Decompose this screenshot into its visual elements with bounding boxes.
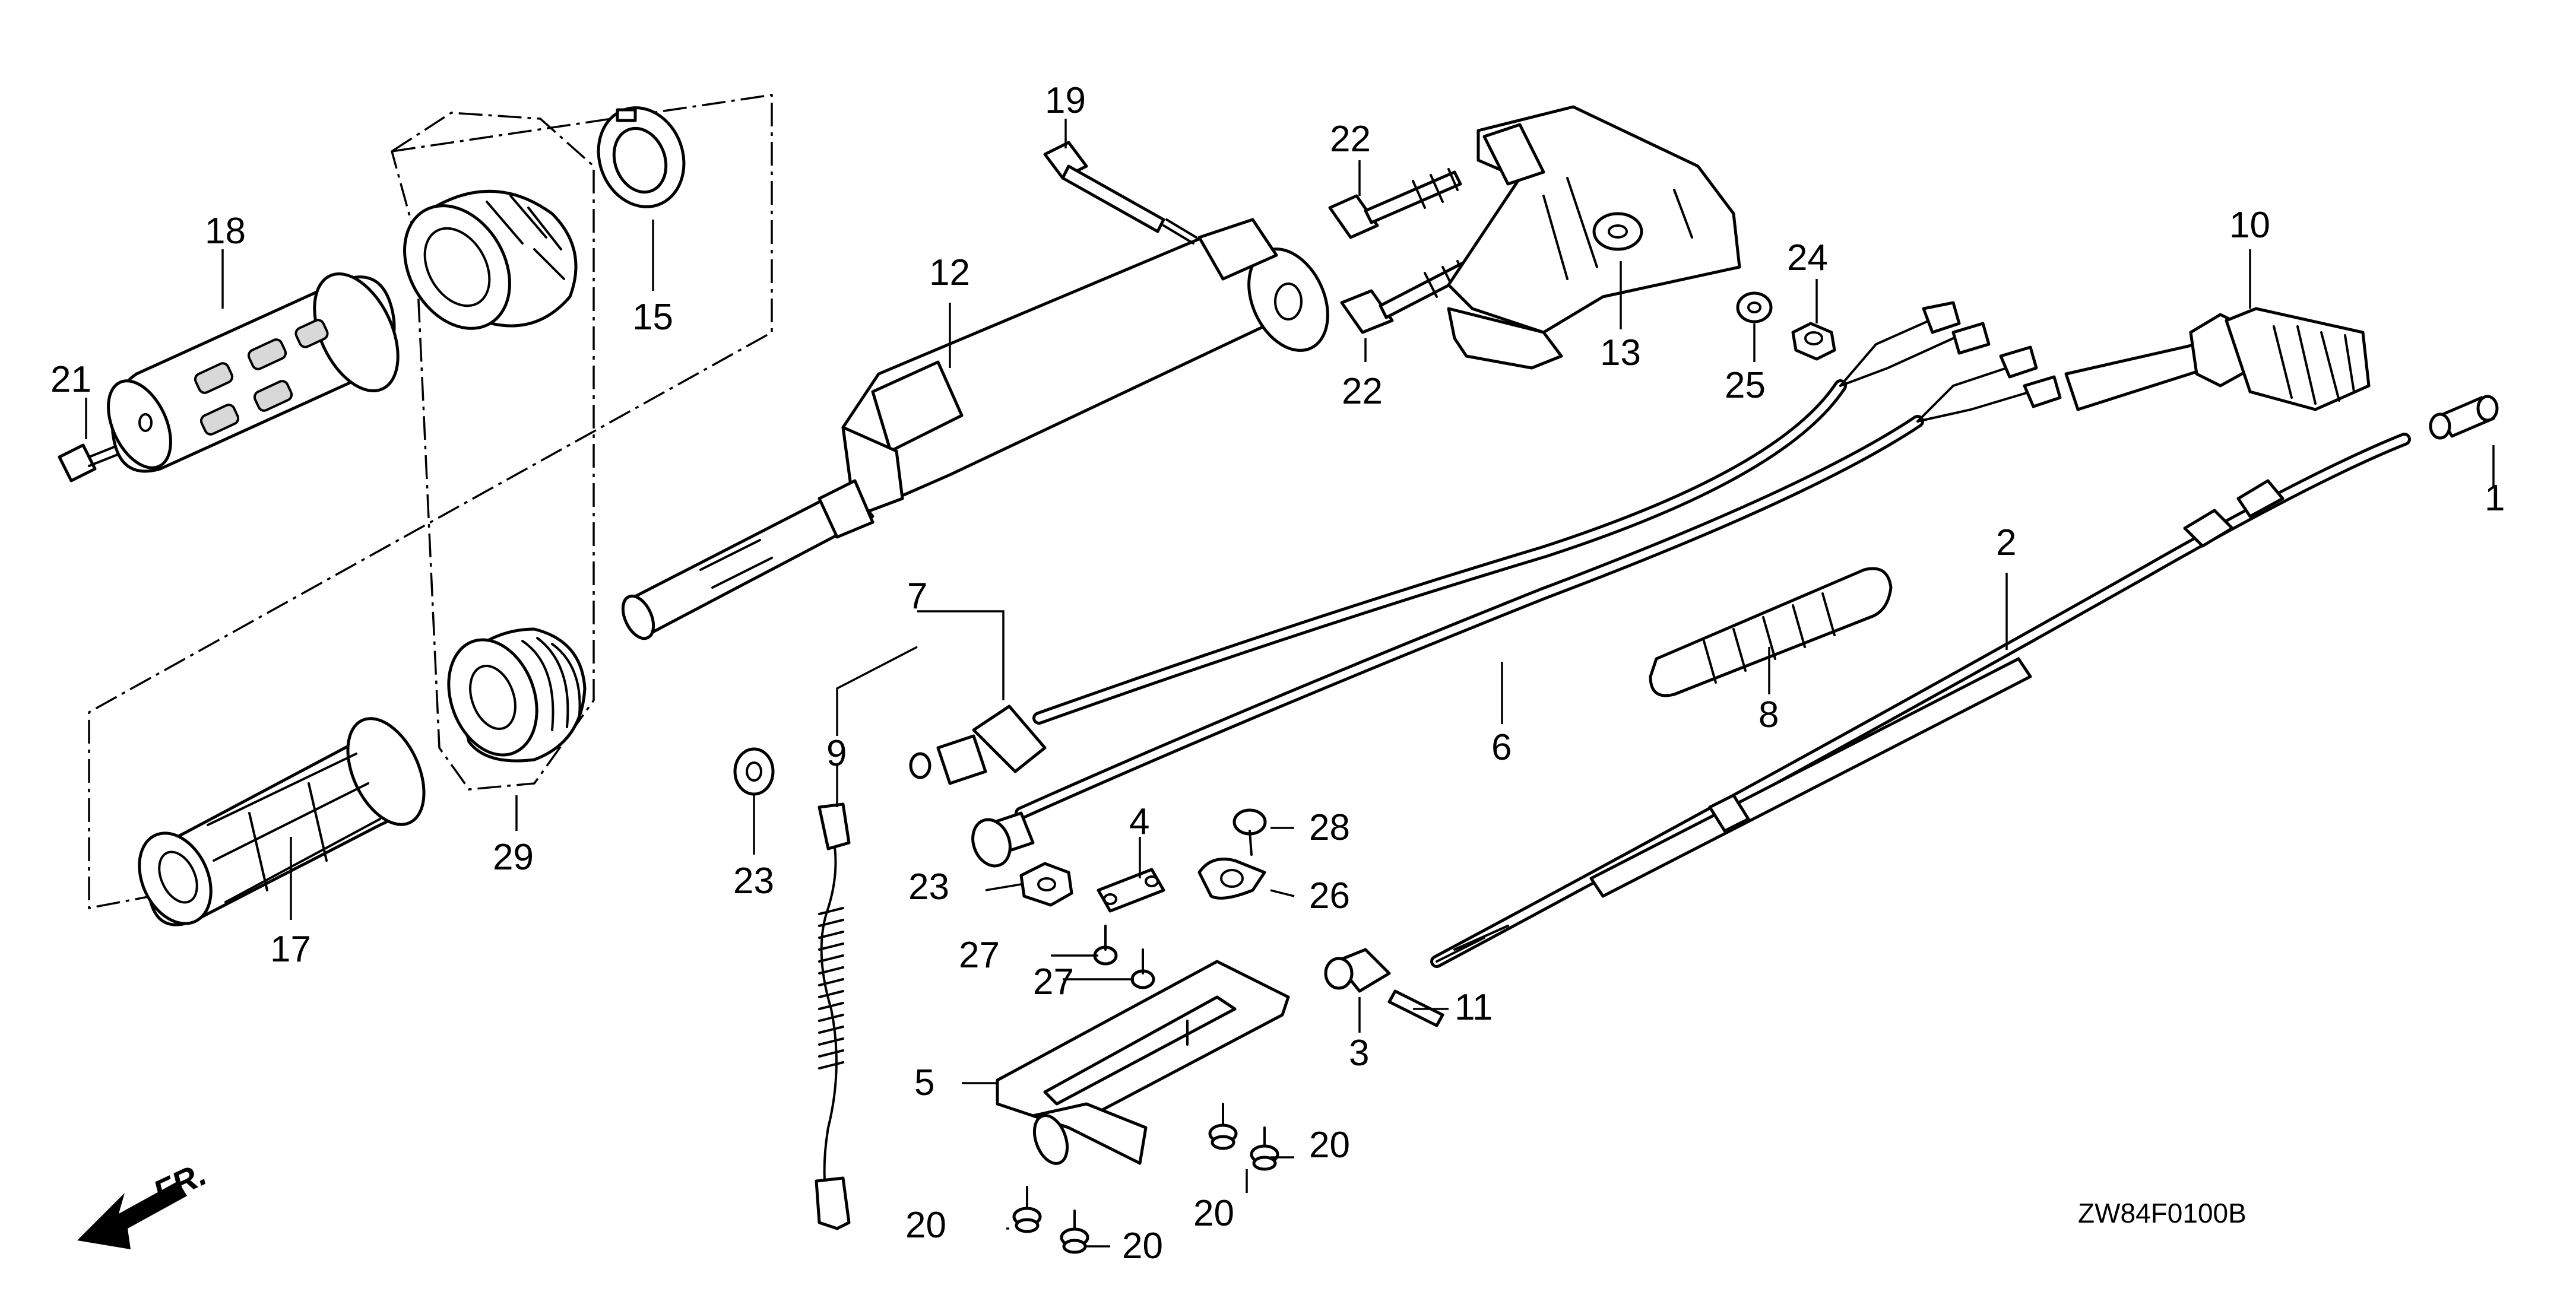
callout-28: 28	[1309, 807, 1350, 848]
callout-13: 13	[1600, 332, 1641, 373]
grip-assembly-outline	[88, 93, 773, 910]
diagram-code: ZW84F0100B	[2078, 1198, 2247, 1229]
screw-20-a	[1208, 1103, 1238, 1150]
cable-end-3	[1324, 948, 1391, 993]
stop-switch-cables-6	[909, 301, 2062, 868]
callout-2: 2	[1996, 522, 2016, 563]
callout-11: 11	[1455, 987, 1493, 1028]
throttle-grip-upper	[107, 272, 400, 473]
callout-5: 5	[914, 1062, 934, 1103]
washer-23-left	[733, 747, 775, 796]
grip-collar-upper	[403, 189, 578, 330]
screw-20-d	[1060, 1210, 1089, 1254]
callout-29: 29	[493, 837, 534, 878]
callout-23-center: 23	[908, 867, 949, 907]
handle-grip-10	[2064, 307, 2371, 411]
lanyard-9	[815, 802, 851, 1230]
callout-6: 6	[1491, 727, 1512, 768]
callout-17: 17	[270, 929, 311, 970]
screw-27-b	[1130, 948, 1155, 989]
callout-27-lower: 27	[1033, 961, 1074, 1002]
screw-20-b	[1250, 1126, 1279, 1171]
callout-19: 19	[1045, 80, 1086, 121]
callout-10: 10	[2229, 205, 2270, 246]
tiller-bracket-13	[1447, 105, 1741, 370]
plate-4	[1097, 868, 1165, 913]
callout-20-left: 20	[905, 1205, 946, 1246]
tube-8	[1649, 567, 1893, 697]
callout-12: 12	[929, 252, 970, 293]
callout-20-center: 20	[1193, 1193, 1234, 1234]
callout-22-upper: 22	[1330, 119, 1371, 160]
callout-9: 9	[826, 733, 847, 774]
leader-lines	[85, 119, 2495, 1248]
callout-20-lower: 20	[1122, 1226, 1163, 1267]
callout-20-right: 20	[1309, 1125, 1350, 1166]
callout-4: 4	[1129, 801, 1149, 842]
bolt-22-upper	[1328, 168, 1462, 239]
callout-1: 1	[2485, 478, 2505, 519]
callout-24: 24	[1787, 237, 1828, 278]
callout-15: 15	[632, 297, 673, 338]
screw-28	[1232, 808, 1267, 856]
callout-21: 21	[50, 359, 91, 400]
callout-26: 26	[1309, 875, 1350, 916]
bolt-19	[1043, 141, 1197, 245]
callout-23-left: 23	[733, 861, 774, 902]
callout-7: 7	[907, 576, 927, 617]
nut-24	[1791, 322, 1836, 361]
callout-8: 8	[1758, 694, 1779, 735]
bracket-5	[996, 960, 1290, 1165]
throttle-cable-2	[1430, 433, 2411, 968]
cable-end-1	[2429, 395, 2499, 440]
callout-22-lower: 22	[1342, 371, 1383, 412]
grip-lower	[138, 717, 426, 926]
screw-27-a	[1093, 925, 1118, 966]
clamp-26	[1197, 858, 1266, 900]
callout-labels: 1 2 3 4 5 6 7 8 9 10 11 12 13 15 17 18 1…	[50, 80, 2505, 1267]
callout-18: 18	[205, 211, 246, 252]
front-arrow: FR.	[77, 1155, 212, 1249]
washer-25	[1736, 291, 1773, 323]
tiller-handle-12	[621, 218, 1329, 640]
callout-3: 3	[1349, 1033, 1369, 1074]
grip-collar-lower	[447, 627, 587, 763]
screw-21	[58, 443, 119, 483]
nut-23-center	[1019, 862, 1073, 907]
ring-15	[597, 106, 686, 208]
callout-25: 25	[1725, 365, 1766, 406]
screw-20-c	[1012, 1186, 1042, 1233]
callout-27-upper: 27	[959, 935, 1000, 976]
